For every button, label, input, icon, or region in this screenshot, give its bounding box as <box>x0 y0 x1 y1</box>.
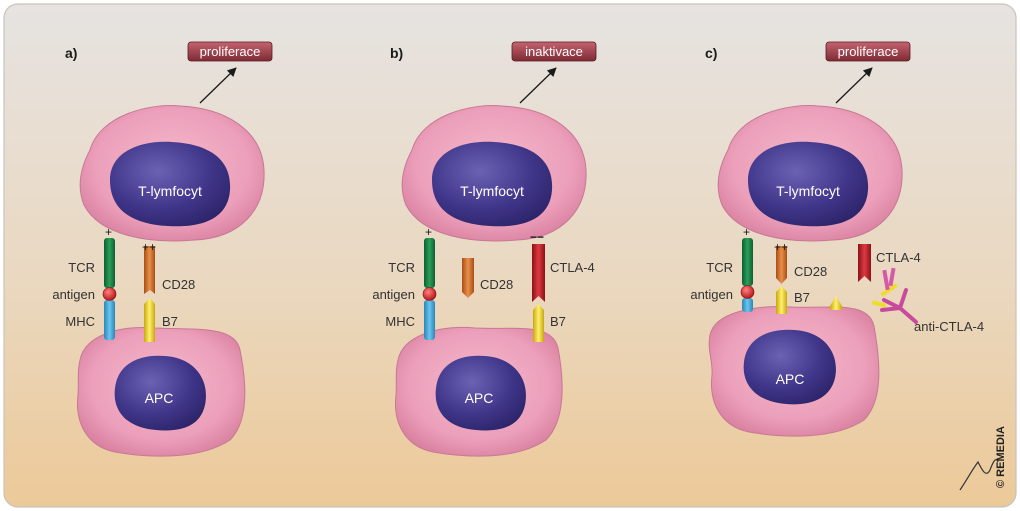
b7-label-c: B7 <box>794 290 810 305</box>
ctla4-label-b: CTLA-4 <box>550 260 595 275</box>
t-cell-label-c: T-lymfocyt <box>776 183 840 199</box>
copyright-credit: © REMEDIA <box>995 426 1007 488</box>
mhc-molecule-a <box>104 300 115 340</box>
cd28-label-b: CD28 <box>480 277 513 292</box>
tcr-label-b: TCR <box>388 260 415 275</box>
t-cell-label-b: T-lymfocyt <box>460 183 524 199</box>
outcome-label-c: proliferace <box>838 44 899 59</box>
signal-sign-tcr-a: + <box>105 225 112 239</box>
tcr-receptor-c <box>742 238 753 286</box>
antigen-label-a: antigen <box>52 287 95 302</box>
anti-ctla4-label: anti-CTLA-4 <box>914 319 984 334</box>
cd28-receptor-a <box>144 246 155 294</box>
apc-nucleus-b <box>435 355 526 431</box>
antigen-label-c: antigen <box>690 287 733 302</box>
mhc-molecule-c <box>742 298 753 312</box>
outcome-label-b: inaktivace <box>525 44 583 59</box>
b7-ligand-b <box>533 304 544 342</box>
t-cell-label-a: T-lymfocyt <box>138 183 202 199</box>
t-cell-nucleus-c <box>748 141 869 227</box>
tcr-label-a: TCR <box>68 260 95 275</box>
ctla4-receptor-b <box>532 244 545 302</box>
antigen-a <box>102 287 117 301</box>
signal-sign-ctla4-b: −− <box>530 230 544 244</box>
b7-ligand-a <box>144 298 155 342</box>
t-cell-nucleus-a <box>110 141 231 227</box>
signal-sign-cd28-c: ++ <box>774 240 788 254</box>
signal-sign-tcr-b: + <box>425 225 432 239</box>
b7-label-a: B7 <box>162 314 178 329</box>
b7-ligand-free-c <box>830 296 842 310</box>
antigen-b <box>422 287 437 301</box>
outcome-box-a: proliferace <box>187 41 273 62</box>
apc-nucleus-a <box>114 355 206 431</box>
panel-b: b) inaktivace T-lymfocyt APC + −− TCR an… <box>372 41 597 457</box>
b7-label-b: B7 <box>550 314 566 329</box>
ctla4-label-c: CTLA-4 <box>876 250 921 265</box>
panel-a: a) proliferace T-lymfocyt APC + ++ TCR a… <box>52 41 273 457</box>
artist-signature <box>959 458 999 491</box>
tcr-receptor-a <box>104 238 115 288</box>
tcr-receptor-b <box>424 238 435 288</box>
panel-letter-a: a) <box>65 45 77 61</box>
b7-ligand-c <box>776 286 787 314</box>
signal-sign-tcr-c: + <box>743 225 750 239</box>
panel-letter-b: b) <box>390 45 403 61</box>
apc-nucleus-c <box>743 329 836 405</box>
apc-label-b: APC <box>465 390 494 406</box>
cd28-label-c: CD28 <box>794 264 827 279</box>
mhc-label-a: MHC <box>65 314 95 329</box>
panel-letter-c: c) <box>705 45 717 61</box>
t-cell-nucleus-b <box>432 141 553 227</box>
antigen-c <box>740 285 755 299</box>
mhc-label-b: MHC <box>385 314 415 329</box>
antigen-label-b: antigen <box>372 287 415 302</box>
anti-ctla4-antibody <box>871 267 918 324</box>
apc-label-c: APC <box>776 371 805 387</box>
mhc-molecule-b <box>424 300 435 340</box>
arrow-b <box>519 67 557 104</box>
cd28-receptor-c <box>776 246 787 284</box>
arrow-a <box>199 67 237 104</box>
cd28-receptor-b <box>462 258 474 298</box>
signal-sign-cd28-a: ++ <box>142 240 156 254</box>
outcome-box-c: proliferace <box>825 41 911 62</box>
arrow-c <box>835 67 873 104</box>
outcome-box-b: inaktivace <box>511 41 597 62</box>
cd28-label-a: CD28 <box>162 277 195 292</box>
apc-label-a: APC <box>145 390 174 406</box>
outcome-label-a: proliferace <box>200 44 261 59</box>
panel-c: c) proliferace T-lymfocyt APC + <box>690 41 984 437</box>
tcr-label-c: TCR <box>706 260 733 275</box>
ctla4-receptor-c <box>858 244 871 282</box>
